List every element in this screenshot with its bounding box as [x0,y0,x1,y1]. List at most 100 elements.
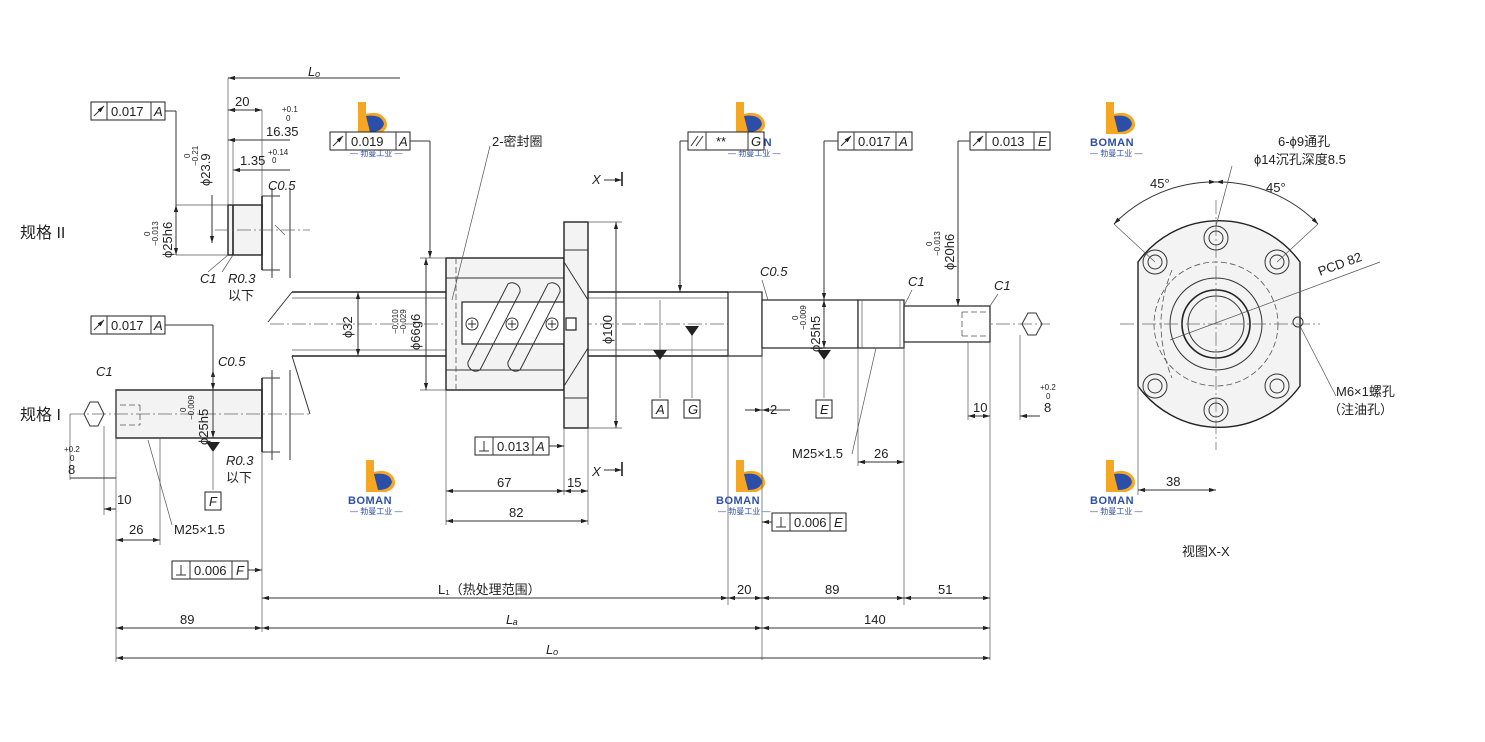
dim-d66-tol-dn: −0.029 [399,309,408,334]
tol-t1-ref: A [153,104,163,119]
tol-t9-value: 0.006 [194,563,227,578]
svg-text:— 勃曼工业 —: — 勃曼工业 — [1090,506,1142,516]
svg-text:BOMAN: BOMAN [716,495,760,507]
tol-t7-value: 0.013 [497,439,530,454]
dim-d100: ϕ100 [600,315,615,344]
tol-t7-ref: A [535,439,545,454]
dim-16-35-tol-dn: 0 [286,114,291,123]
svg-text:BOMAN: BOMAN [1090,137,1134,149]
svg-text:— 勃曼工业 —: — 勃曼工业 — [728,148,780,158]
svg-text:— 勃曼工业 —: — 勃曼工业 — [1090,148,1142,158]
m25-b: M25×1.5 [792,446,843,461]
dim-b51: 51 [938,582,952,597]
dim-d25h5-b: ϕ25h5 [808,316,823,352]
c05-a: C0.5 [268,178,296,193]
c1-a: C1 [200,271,217,286]
tol-t5-ref: E [1038,134,1047,149]
tol-frame-t3 [677,131,765,292]
dim-d25h6-tol-up: 0 [143,231,152,236]
spec1-label: 规格 I [20,406,61,424]
dim-d25h5-a-tol-up: 0 [179,407,188,412]
dim-1-35: 1.35 [240,153,265,168]
datum-f-box [204,491,222,511]
tol-t8-value: 0.006 [794,515,827,530]
svg-text:BOMAN: BOMAN [1090,495,1134,507]
tol-frame-t7 [474,436,564,456]
tol-t4-ref: A [898,134,908,149]
dim-1-35-tol-dn: 0 [272,156,277,165]
section-x-lower: X [591,464,602,479]
dim-2: 2 [770,402,777,417]
angle-45-left: 45° [1150,176,1170,191]
datum-markers [651,300,701,419]
dim-10b: 10 [973,400,987,415]
dim-d25h5-b-tol-up: 0 [791,315,800,320]
dim-d25h5-a-tol-dn: −0.009 [187,395,196,420]
dim-38: 38 [1166,474,1180,489]
c05-c: C0.5 [760,264,788,279]
below-b: 以下 [226,470,252,485]
ball-nut [445,221,589,429]
dim-d66-tol-up: −0.010 [391,309,400,334]
view-xx-label: 视图X-X [1182,544,1230,559]
dim-b89-left: 89 [180,612,194,627]
c1-b: C1 [96,364,113,379]
pcd-label: PCD 82 [1316,249,1364,279]
section-marker-upper [604,172,623,186]
oilhole-note: （注油孔） [1328,402,1393,417]
tol-t4-value: 0.017 [858,134,891,149]
dim-26a: 26 [129,522,143,537]
datum-g: G [688,402,698,417]
tol-frame-t9 [171,560,262,580]
r03-a: R0.3 [228,271,256,286]
dim-d25h5-a: ϕ25h5 [196,409,211,445]
svg-text:— 勃曼工业 —: — 勃曼工业 — [350,506,402,516]
dim-d20h6-tol-up: 0 [925,241,934,246]
dim-8a-tol-up: +0.2 [64,445,80,454]
dim-1-35-tol-up: +0.14 [268,148,289,157]
tol-t3-ref: G [751,134,761,149]
nut-dims [355,221,622,525]
dim-15: 15 [567,475,581,490]
svg-text:— 勃曼工业 —: — 勃曼工业 — [718,506,770,516]
lo-label: Lₒ [546,642,558,657]
dim-d23-9-tol-dn: −0.21 [191,145,200,166]
tol-frame-t6 [90,315,216,390]
seal-leader [451,145,491,301]
dim-b89-right: 89 [825,582,839,597]
spec2-label: 规格 II [20,224,65,242]
c05-b: C0.5 [218,354,246,369]
dim-d23-9: ϕ23.9 [198,153,213,186]
la-label: Lₐ [506,612,518,627]
dim-d20h6-tol-dn: −0.013 [933,231,942,256]
dim-67: 67 [497,475,511,490]
dim-8b-tol-dn: 0 [1046,392,1051,401]
lo-top-label: Lₒ [308,64,320,79]
section-x-upper: X [591,172,602,187]
overall-dims [115,452,990,662]
dim-d25h6-tol-dn: −0.013 [151,221,160,246]
dim-b20: 20 [737,582,751,597]
dim-8a: 8 [68,462,75,477]
tol-t6-value: 0.017 [111,318,144,333]
boman-logo: BOMAN — 勃曼工业 — [1090,460,1142,516]
datum-f: F [209,494,218,509]
tol-t1-value: 0.017 [111,104,144,119]
boman-logo: BOMAN — 勃曼工业 — [348,460,402,516]
svg-text:BOMAN: BOMAN [348,495,392,507]
datum-e: E [820,402,829,417]
seal-label: 2-密封圈 [492,134,543,149]
datum-a: A [655,402,665,417]
dim-d25h5-b-tol-dn: −0.009 [799,305,808,330]
spec2-detail [173,75,400,278]
dim-10a: 10 [117,492,131,507]
tol-frame-t2 [329,131,433,258]
dim-d20h6: ϕ20h6 [942,234,957,270]
angle-45-right: 45° [1266,180,1286,195]
counterbore-label: ϕ14沉孔深度8.5 [1254,152,1346,167]
dim-d66g6: ϕ66g6 [408,314,423,350]
dim-d25h6: ϕ25h6 [160,222,175,258]
tol-t2-ref: A [398,134,408,149]
dim-d23-9-tol-up: 0 [183,153,192,158]
